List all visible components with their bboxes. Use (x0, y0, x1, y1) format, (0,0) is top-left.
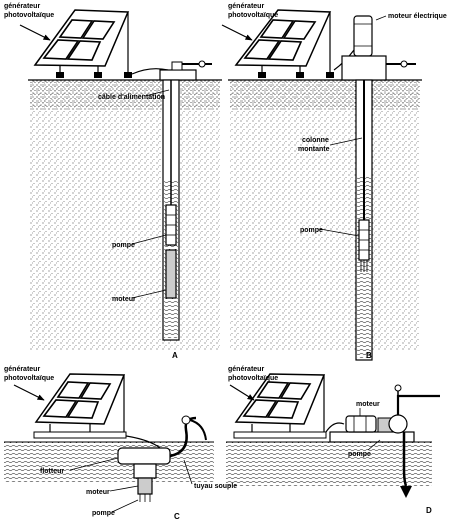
panel-letter-d: D (426, 506, 432, 515)
motor-label-a: moteur (112, 296, 136, 303)
generator-label-c2: photovoltaïque (4, 375, 54, 382)
solar-panel-c (33, 373, 127, 439)
electric-motor-label-b: moteur électrique (388, 13, 447, 20)
generator-arrow-d (229, 384, 255, 401)
solar-panel-b (234, 9, 334, 78)
water-d (226, 442, 432, 486)
generator-label-b2: photovoltaïque (228, 12, 278, 19)
generator-label-a2: photovoltaïque (4, 12, 54, 19)
surface-pump-d (325, 384, 440, 498)
panel-letter-c: C (174, 512, 180, 521)
surface-motor-b (333, 15, 416, 81)
soil-a (30, 80, 220, 350)
pump-label-d: pompe (348, 451, 371, 458)
floating-pump-c (117, 415, 207, 502)
solar-panel-a (33, 9, 132, 78)
topsoil-a (30, 80, 220, 110)
pump-label-b: pompe (300, 227, 323, 234)
motor-label-c: moteur (86, 489, 110, 496)
cable-label-a: câble d'alimentation (98, 94, 165, 101)
panel-a: générateur photovoltaïque câble d'alimen… (4, 3, 222, 360)
motor-a (165, 249, 177, 299)
pump-label-a: pompe (112, 242, 135, 249)
motor-label-d: moteur (356, 401, 380, 408)
panel-letter-a: A (172, 351, 178, 360)
water-c (4, 442, 214, 482)
generator-label-b1: générateur (228, 3, 264, 10)
soil-b (230, 80, 420, 350)
generator-label-a1: générateur (4, 3, 40, 10)
pump-label-c: pompe (92, 510, 115, 517)
panel-b: générateur photovoltaïque moteur électri… (221, 3, 447, 361)
float-label-c: flotteur (40, 468, 64, 475)
generator-arrow-a (19, 24, 51, 41)
hose-label-c: tuyau souple (194, 483, 237, 490)
riser-label-b1: colonne (302, 137, 329, 144)
generator-label-c1: générateur (4, 366, 40, 373)
generator-arrow-c (13, 384, 45, 401)
panel-c: générateur photovoltaïque flotteur tuyau… (4, 366, 237, 521)
generator-arrow-b (221, 24, 253, 41)
topsoil-b (230, 80, 420, 110)
generator-label-d1: générateur (228, 366, 264, 373)
riser-label-b2: montante (298, 146, 330, 153)
generator-label-d2: photovoltaïque (228, 375, 278, 382)
panel-d: générateur photovoltaïque moteur pompe D (226, 366, 440, 515)
wellhead-a (131, 60, 212, 81)
solar-panel-d (233, 373, 327, 439)
panel-letter-b: B (366, 351, 372, 360)
